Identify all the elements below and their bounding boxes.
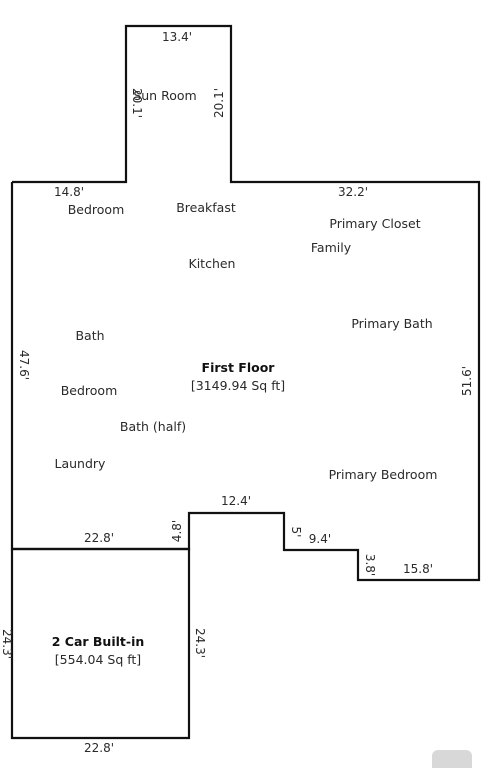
dim-notch-top: 12.4' bbox=[221, 494, 251, 508]
room-primary-bath: Primary Bath bbox=[351, 316, 432, 331]
dim-garage-top: 22.8' bbox=[84, 531, 114, 545]
dim-top-right: 32.2' bbox=[338, 185, 368, 199]
dim-sun-left: 20.1' bbox=[130, 88, 144, 118]
dim-sun-top: 13.4' bbox=[162, 30, 192, 44]
room-bath: Bath bbox=[75, 328, 104, 343]
garage-area: [554.04 Sq ft] bbox=[55, 652, 141, 667]
dim-right-side: 51.6' bbox=[460, 366, 474, 396]
room-bedroom: Bedroom bbox=[68, 202, 125, 217]
floor-title: First Floor bbox=[202, 360, 276, 375]
room-primary-closet: Primary Closet bbox=[329, 216, 420, 231]
room-bath-half: Bath (half) bbox=[120, 419, 186, 434]
corner-badge bbox=[432, 750, 472, 768]
garage-title: 2 Car Built-in bbox=[52, 634, 145, 649]
dim-garage-bottom: 22.8' bbox=[84, 741, 114, 755]
dim-garage-right: 24.3' bbox=[193, 628, 207, 658]
floor-area: [3149.94 Sq ft] bbox=[191, 378, 285, 393]
dim-left-side: 47.6' bbox=[17, 350, 31, 380]
dim-step-small: 3.8' bbox=[363, 554, 377, 576]
room-breakfast: Breakfast bbox=[176, 200, 236, 215]
dim-garage-left: 24.3' bbox=[0, 629, 14, 659]
dim-sun-right: 20.1' bbox=[212, 88, 226, 118]
room-bedroom-2: Bedroom bbox=[61, 383, 118, 398]
dim-bottom-right: 15.8' bbox=[403, 562, 433, 576]
room-laundry: Laundry bbox=[55, 456, 107, 471]
garage-outline bbox=[10, 547, 191, 740]
dim-top-left: 14.8' bbox=[54, 185, 84, 199]
room-family: Family bbox=[311, 240, 352, 255]
dim-step-vertical: 5' bbox=[289, 527, 303, 538]
first-floor-outline bbox=[10, 24, 481, 582]
room-sun-room: Sun Room bbox=[133, 88, 196, 103]
room-primary-bedroom: Primary Bedroom bbox=[329, 467, 438, 482]
room-kitchen: Kitchen bbox=[189, 256, 236, 271]
dim-notch-left: 4.8' bbox=[170, 520, 184, 542]
dim-step-horizontal: 9.4' bbox=[309, 532, 331, 546]
